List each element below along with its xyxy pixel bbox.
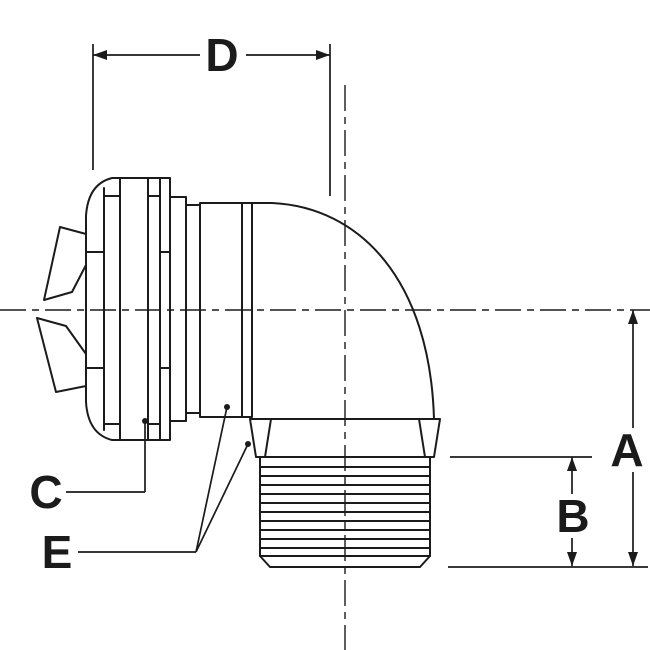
dimension-arrowheads: [93, 50, 638, 566]
dim-d-left-arrow: [93, 50, 107, 60]
leader-e-dot-upper: [224, 404, 230, 410]
leader-c-line: [66, 421, 146, 493]
leader-e-lines: [78, 406, 249, 553]
dim-b-bottom-arrow: [567, 552, 577, 566]
dim-d-extension-lines: [92, 44, 331, 196]
gland-nut-outline: [85, 177, 171, 441]
dim-label-c: C: [29, 466, 62, 518]
dim-a-top-arrow: [628, 310, 638, 324]
thread-lines: [259, 466, 431, 557]
threaded-hub-outline: [259, 456, 431, 568]
gland-nut-knurl-ticks: [85, 195, 171, 425]
connector-part: [36, 177, 441, 568]
dim-label-d: D: [205, 29, 238, 81]
dim-b-top-arrow: [567, 457, 577, 471]
dimension-labels: D A B C E: [29, 29, 643, 578]
dimension-lines: [66, 44, 648, 568]
leader-e-dot-lower: [245, 441, 251, 447]
gland-nut-rib-lines: [103, 177, 161, 441]
dim-label-b: B: [556, 490, 589, 542]
dim-label-a: A: [610, 424, 643, 476]
elbow-body-curve: [251, 202, 435, 420]
body-flange-outline: [199, 202, 253, 418]
sealing-ring-lines: [169, 196, 201, 422]
dim-d-right-arrow: [316, 50, 330, 60]
leader-dots: [142, 404, 251, 447]
hex-flange-outline: [249, 418, 441, 458]
dim-a-bottom-arrow: [628, 552, 638, 566]
leader-c-dot: [142, 418, 148, 424]
dim-label-e: E: [42, 526, 73, 578]
